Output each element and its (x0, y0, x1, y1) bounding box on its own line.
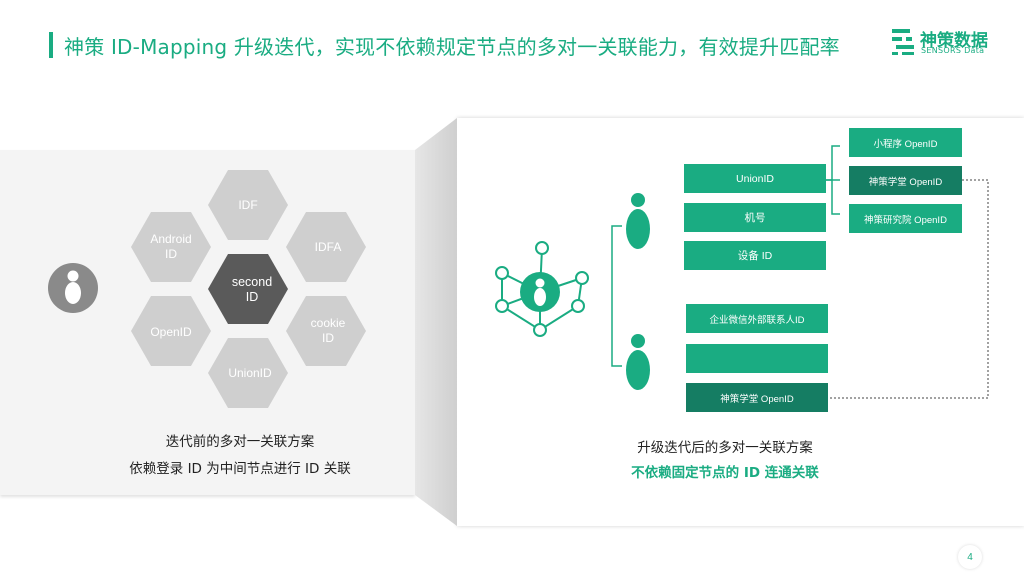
user-icon-green-1 (626, 193, 650, 249)
logo-text-cn: 神策数据 (920, 31, 988, 51)
id-box-wecom-contact-id: 企业微信外部联系人ID (686, 304, 828, 333)
hex-label-openid: OpenID (150, 325, 192, 339)
hex-label-idfa: IDFA (314, 240, 342, 254)
hex-second-id (208, 254, 288, 324)
right-caption-subtitle: 不依赖固定节点的 ID 连通关联 (631, 465, 819, 481)
id-box-academy-openid-2: 神策学堂 OpenID (686, 383, 828, 412)
hex-idfa (286, 212, 366, 282)
id-box-academy-openid: 神策学堂 OpenID (849, 166, 962, 195)
right-caption-title: 升级迭代后的多对一关联方案 (637, 440, 813, 456)
left-caption-title: 迭代前的多对一关联方案 (165, 434, 315, 450)
page-title: 神策 ID-Mapping 升级迭代，实现不依赖规定节点的多对一关联能力，有效提… (64, 35, 840, 59)
hex-label-unionid: UnionID (228, 366, 272, 380)
id-box-empty (686, 344, 828, 373)
network-graph-icon (495, 241, 589, 337)
id-box-unionid: UnionID (684, 164, 826, 193)
hexagon-cluster (131, 170, 366, 408)
connector-lines (611, 145, 989, 399)
left-caption-subtitle: 依赖登录 ID 为中间节点进行 ID 关联 (129, 461, 351, 477)
title-accent-bar (49, 32, 53, 58)
hex-label-idf: IDF (238, 198, 258, 212)
hex-cookie-id (286, 296, 366, 366)
user-icon (48, 263, 98, 313)
id-box-institute-openid: 神策研究院 OpenID (849, 204, 962, 233)
id-box-phone: 机号 (684, 203, 826, 232)
id-box-device-id: 设备 ID (684, 241, 826, 270)
hex-android-id (131, 212, 211, 282)
brand-logo: 神策数据 SENSORS Data (890, 26, 1000, 58)
user-icon-green-2 (626, 334, 650, 390)
page-number: 4 (958, 545, 982, 569)
logo-text-en: SENSORS Data (921, 46, 985, 55)
hex-unionid (208, 338, 288, 408)
sensors-logo-icon (892, 29, 914, 55)
id-box-miniprogram-openid: 小程序 OpenID (849, 128, 962, 157)
hex-openid (131, 296, 211, 366)
hex-idf (208, 170, 288, 240)
